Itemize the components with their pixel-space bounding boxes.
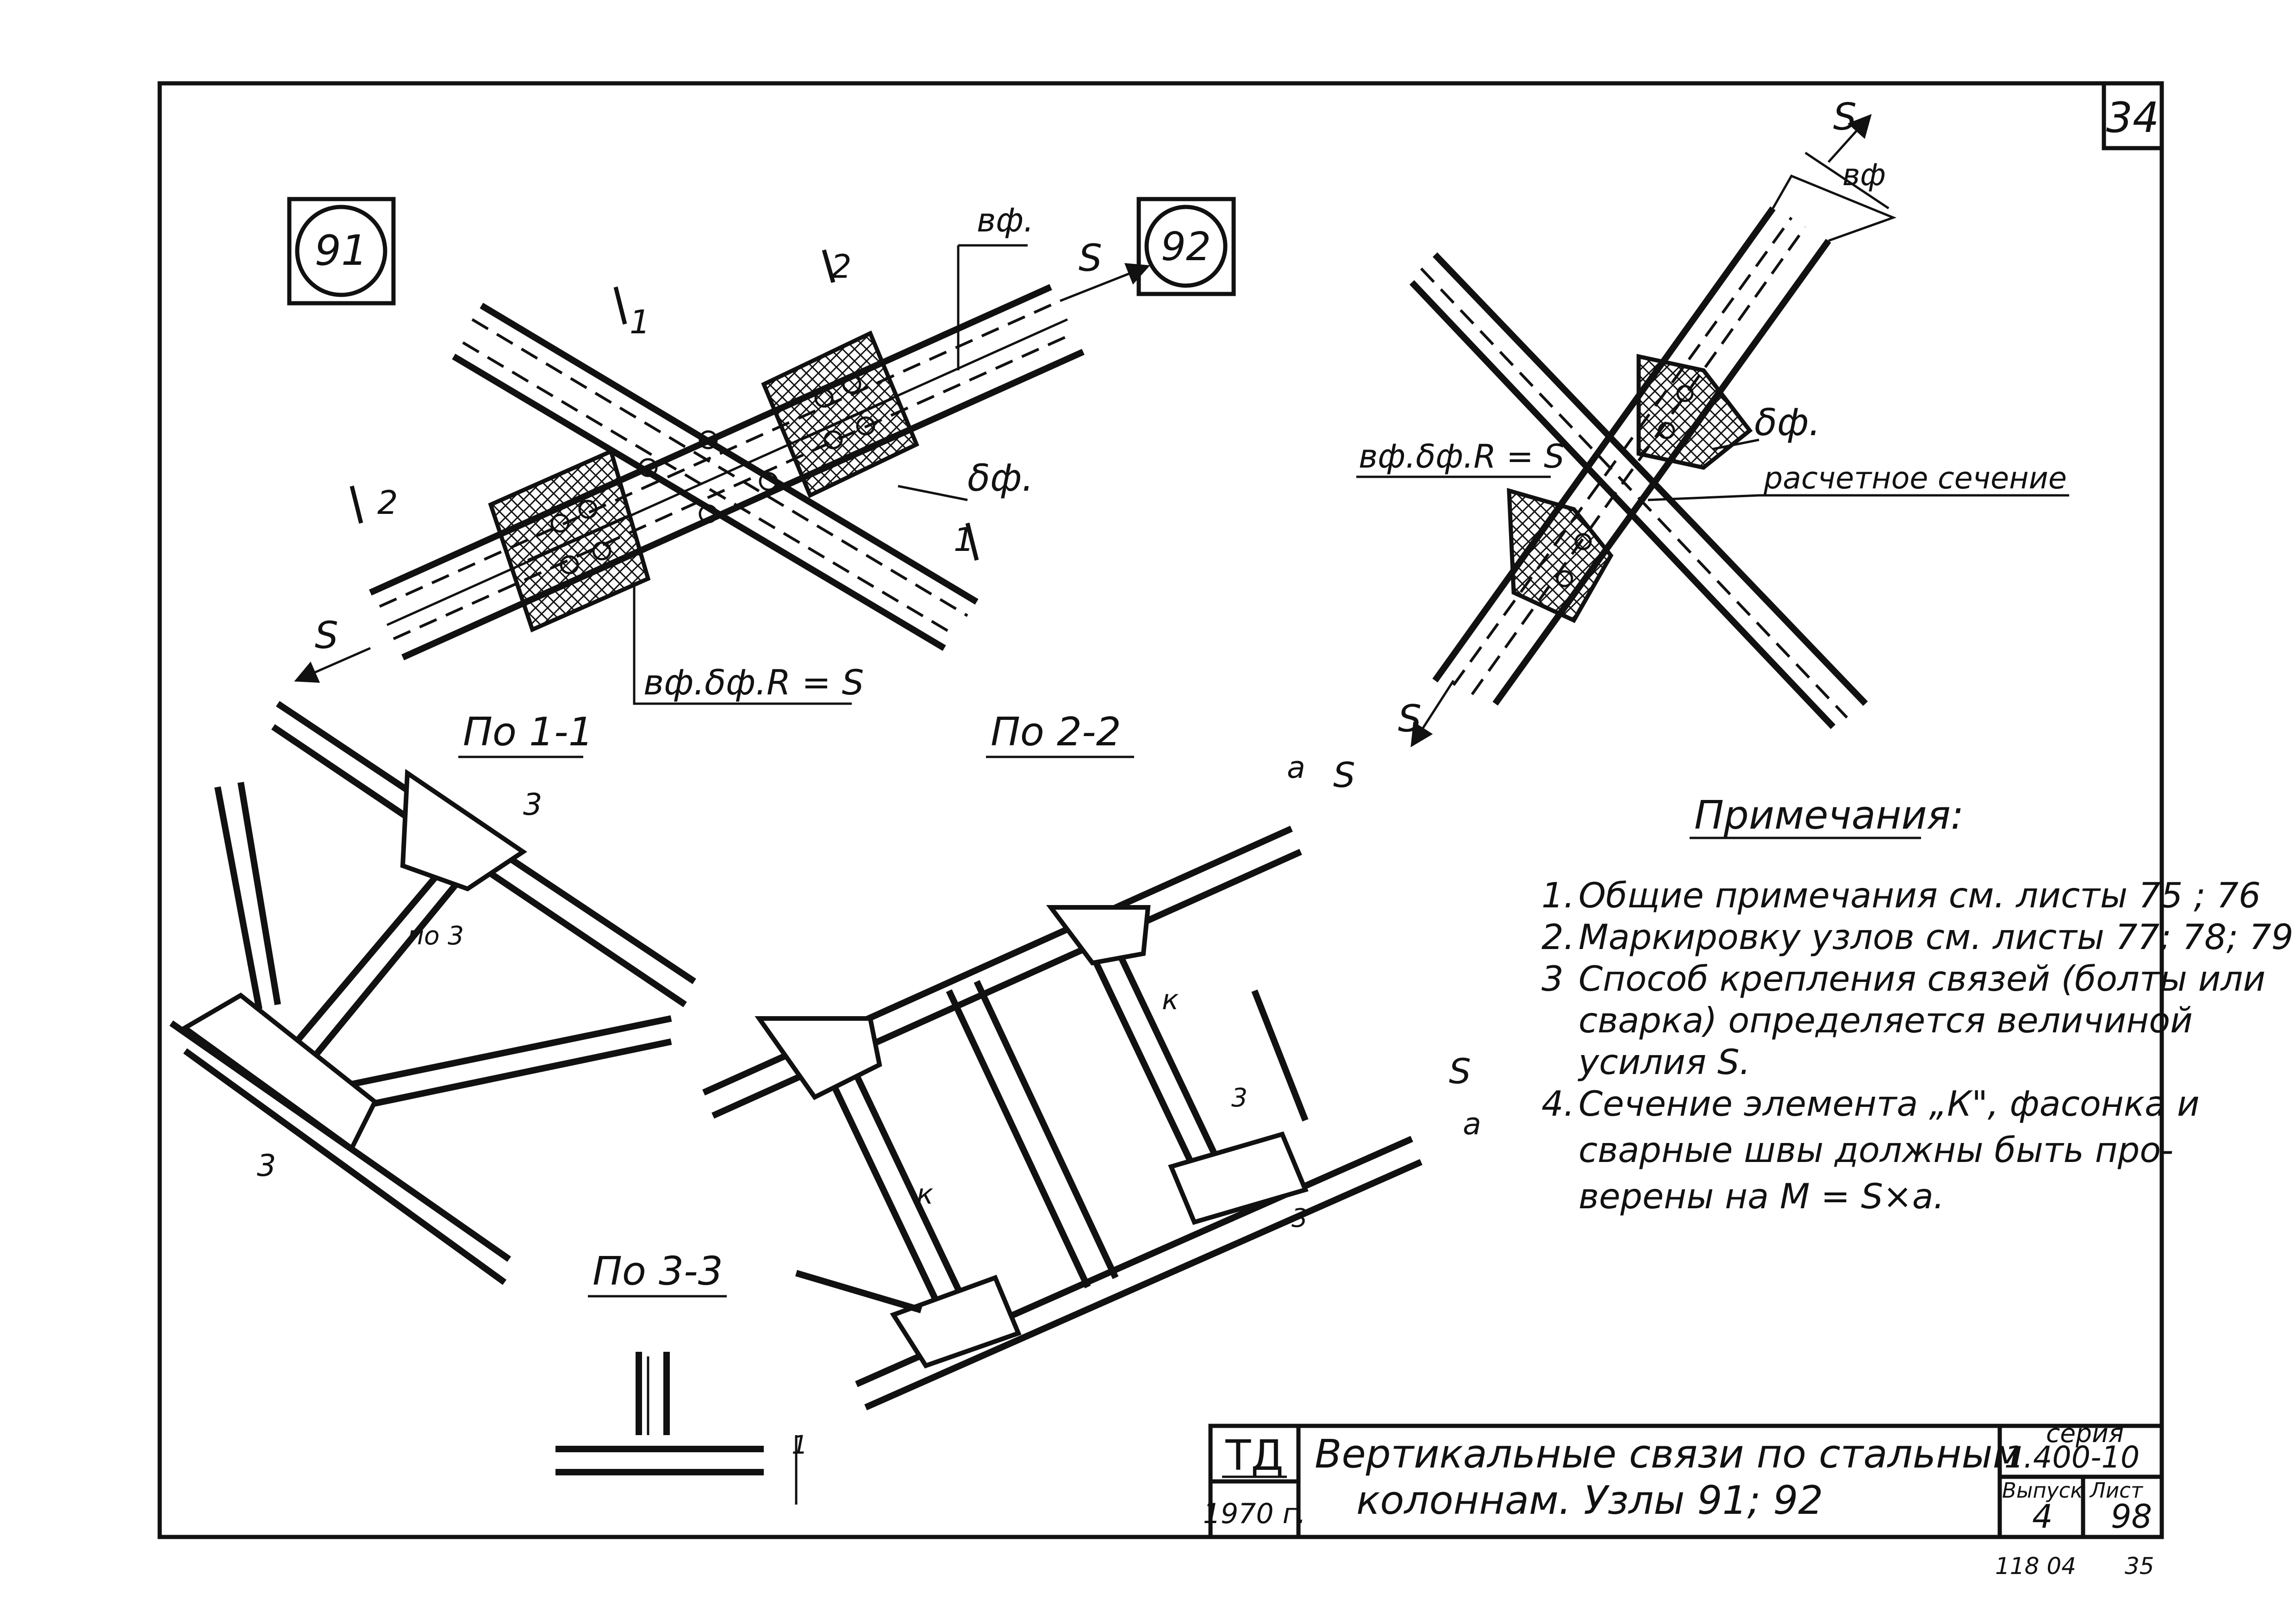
x-gusset-width-dim: вф xyxy=(1804,151,1890,210)
sheet-corner-number: 34 xyxy=(2106,94,2159,142)
svg-text:3: 3 xyxy=(257,1149,276,1183)
title-block: ТД 1970 г. Вертикальные связи по стальны… xyxy=(1203,1418,2164,1539)
node-92-marker: 92 xyxy=(1136,197,1236,296)
title-line-1: Вертикальные связи по стальным xyxy=(1315,1431,2022,1477)
bottom-code-right: 35 xyxy=(2125,1553,2154,1580)
section-mark-2-top: 2 xyxy=(822,248,852,286)
svg-text:3: 3 xyxy=(523,787,542,822)
title-year: 1970 г. xyxy=(1203,1498,1306,1530)
note-4-cont-2: верены на M = S×a. xyxy=(1578,1176,1945,1217)
issue-value: 4 xyxy=(2032,1498,2053,1536)
callout-formula-91: вф.δф.R = S xyxy=(633,583,864,705)
view-3-3-drawing: По 3-3 1 xyxy=(555,1249,808,1505)
note-3-num: 3 xyxy=(1541,958,1564,999)
view-2-2-drawing: По 2-2 S a S a к к 3 3 xyxy=(702,709,1481,1411)
svg-text:a: a xyxy=(1463,1107,1481,1142)
svg-text:2: 2 xyxy=(377,484,398,522)
title-line-2: колоннам. Узлы 91; 92 xyxy=(1356,1478,1823,1524)
x-gusset-upper xyxy=(1636,354,1753,470)
svg-text:S: S xyxy=(315,614,338,657)
svg-text:вф: вф xyxy=(1842,158,1886,193)
central-bolts xyxy=(638,430,778,524)
gusset-plate-upper xyxy=(761,330,919,499)
sheet-label: Лист xyxy=(2089,1478,2144,1503)
x-gusset-lower xyxy=(1507,487,1614,623)
svg-text:1: 1 xyxy=(630,303,650,341)
series-value: 1.400-10 xyxy=(2004,1440,2140,1475)
svg-text:вф.δф.R = S: вф.δф.R = S xyxy=(643,662,864,703)
series-label: серия xyxy=(2046,1418,2124,1448)
issue-label: Выпуск xyxy=(2002,1478,2083,1503)
svg-text:3: 3 xyxy=(1292,1203,1308,1233)
brace-member-falling xyxy=(452,302,979,651)
svg-text:вф.δф.R = S: вф.δф.R = S xyxy=(1359,437,1565,475)
force-arrow-right: S xyxy=(1060,237,1150,302)
view-1-1-drawing: По 1-1 3 3 по 3 xyxy=(169,701,696,1285)
title-org: ТД xyxy=(1225,1431,1283,1480)
view-1-1-section-3: 3 3 по 3 xyxy=(257,787,542,1183)
svg-text:3: 3 xyxy=(1231,1083,1248,1112)
view-1-1-title: По 1-1 xyxy=(463,709,593,755)
notes-heading: Примечания: xyxy=(1694,793,1964,838)
svg-text:к: к xyxy=(1162,984,1179,1016)
section-mark-1-right: 1 xyxy=(954,521,979,561)
svg-text:S: S xyxy=(1333,755,1355,795)
note-1-num: 1. xyxy=(1541,875,1575,916)
callout-gusset-thickness: δф. xyxy=(898,456,1034,501)
view-2-2-title: По 2-2 xyxy=(991,709,1121,755)
x-gusset-thickness: δф. xyxy=(1712,401,1821,450)
x-brace-falling xyxy=(1409,252,1868,729)
view-2-2-labels: S a S a к к 3 3 xyxy=(917,750,1481,1233)
note-2-text: Маркировку узлов см. листы 77; 78; 79 xyxy=(1578,917,2293,957)
note-3-text: Способ крепления связей (болты или xyxy=(1578,958,2265,999)
svg-text:1: 1 xyxy=(792,1430,808,1460)
svg-text:S: S xyxy=(1449,1051,1471,1092)
sheet-value: 98 xyxy=(2111,1498,2152,1536)
svg-text:S: S xyxy=(1079,237,1102,280)
x-force-arrow-bottom: S xyxy=(1398,680,1455,748)
x-formula-callout: вф.δф.R = S xyxy=(1356,437,1565,478)
gusset-plate-lower xyxy=(488,448,651,633)
view-3-3-title: По 3-3 xyxy=(593,1249,723,1294)
svg-text:S: S xyxy=(1398,697,1422,740)
svg-text:2: 2 xyxy=(831,248,852,286)
note-4-cont-1: сварные швы должны быть про- xyxy=(1578,1130,2173,1170)
svg-text:вф.: вф. xyxy=(977,201,1034,239)
node-91-number: 91 xyxy=(315,226,368,275)
svg-text:1: 1 xyxy=(954,521,974,559)
svg-text:к: к xyxy=(917,1178,933,1211)
notes-block: Примечания: 1. Общие примечания см. лист… xyxy=(1541,793,2293,1217)
bottom-code-left: 118 04 xyxy=(1995,1553,2076,1580)
svg-text:δф.: δф. xyxy=(1754,401,1821,444)
section-mark-2-left: 2 xyxy=(349,484,398,524)
svg-text:по 3: по 3 xyxy=(407,921,464,950)
x-force-arrow-top: S xyxy=(1828,95,1872,163)
svg-text:δф.: δф. xyxy=(967,456,1034,500)
section-mark-1-top: 1 xyxy=(613,286,650,341)
force-arrow-left: S xyxy=(294,614,371,683)
node-91-marker: 91 xyxy=(287,197,396,306)
note-3-cont-1: сварка) определяется величиной xyxy=(1578,1000,2193,1041)
note-4-num: 4. xyxy=(1541,1083,1575,1124)
node-91-drawing: 91 xyxy=(287,197,1150,705)
sheet-frame: 34 xyxy=(157,81,2164,1539)
node-92-number: 92 xyxy=(1161,224,1211,270)
node-92-drawing: 92 S xyxy=(1136,95,2069,748)
note-4-text: Сечение элемента „К", фасонка и xyxy=(1578,1083,2200,1124)
note-3-cont-2: усилия S. xyxy=(1578,1042,1750,1082)
callout-gusset-width: вф. xyxy=(957,201,1034,370)
svg-text:S: S xyxy=(1833,95,1857,138)
design-section-callout: расчетное сечение xyxy=(1647,461,2069,501)
svg-text:расчетное сечение: расчетное сечение xyxy=(1763,461,2067,496)
note-1-text: Общие примечания см. листы 75 ; 76 xyxy=(1578,875,2261,916)
svg-text:a: a xyxy=(1287,750,1305,785)
note-2-num: 2. xyxy=(1541,917,1575,957)
